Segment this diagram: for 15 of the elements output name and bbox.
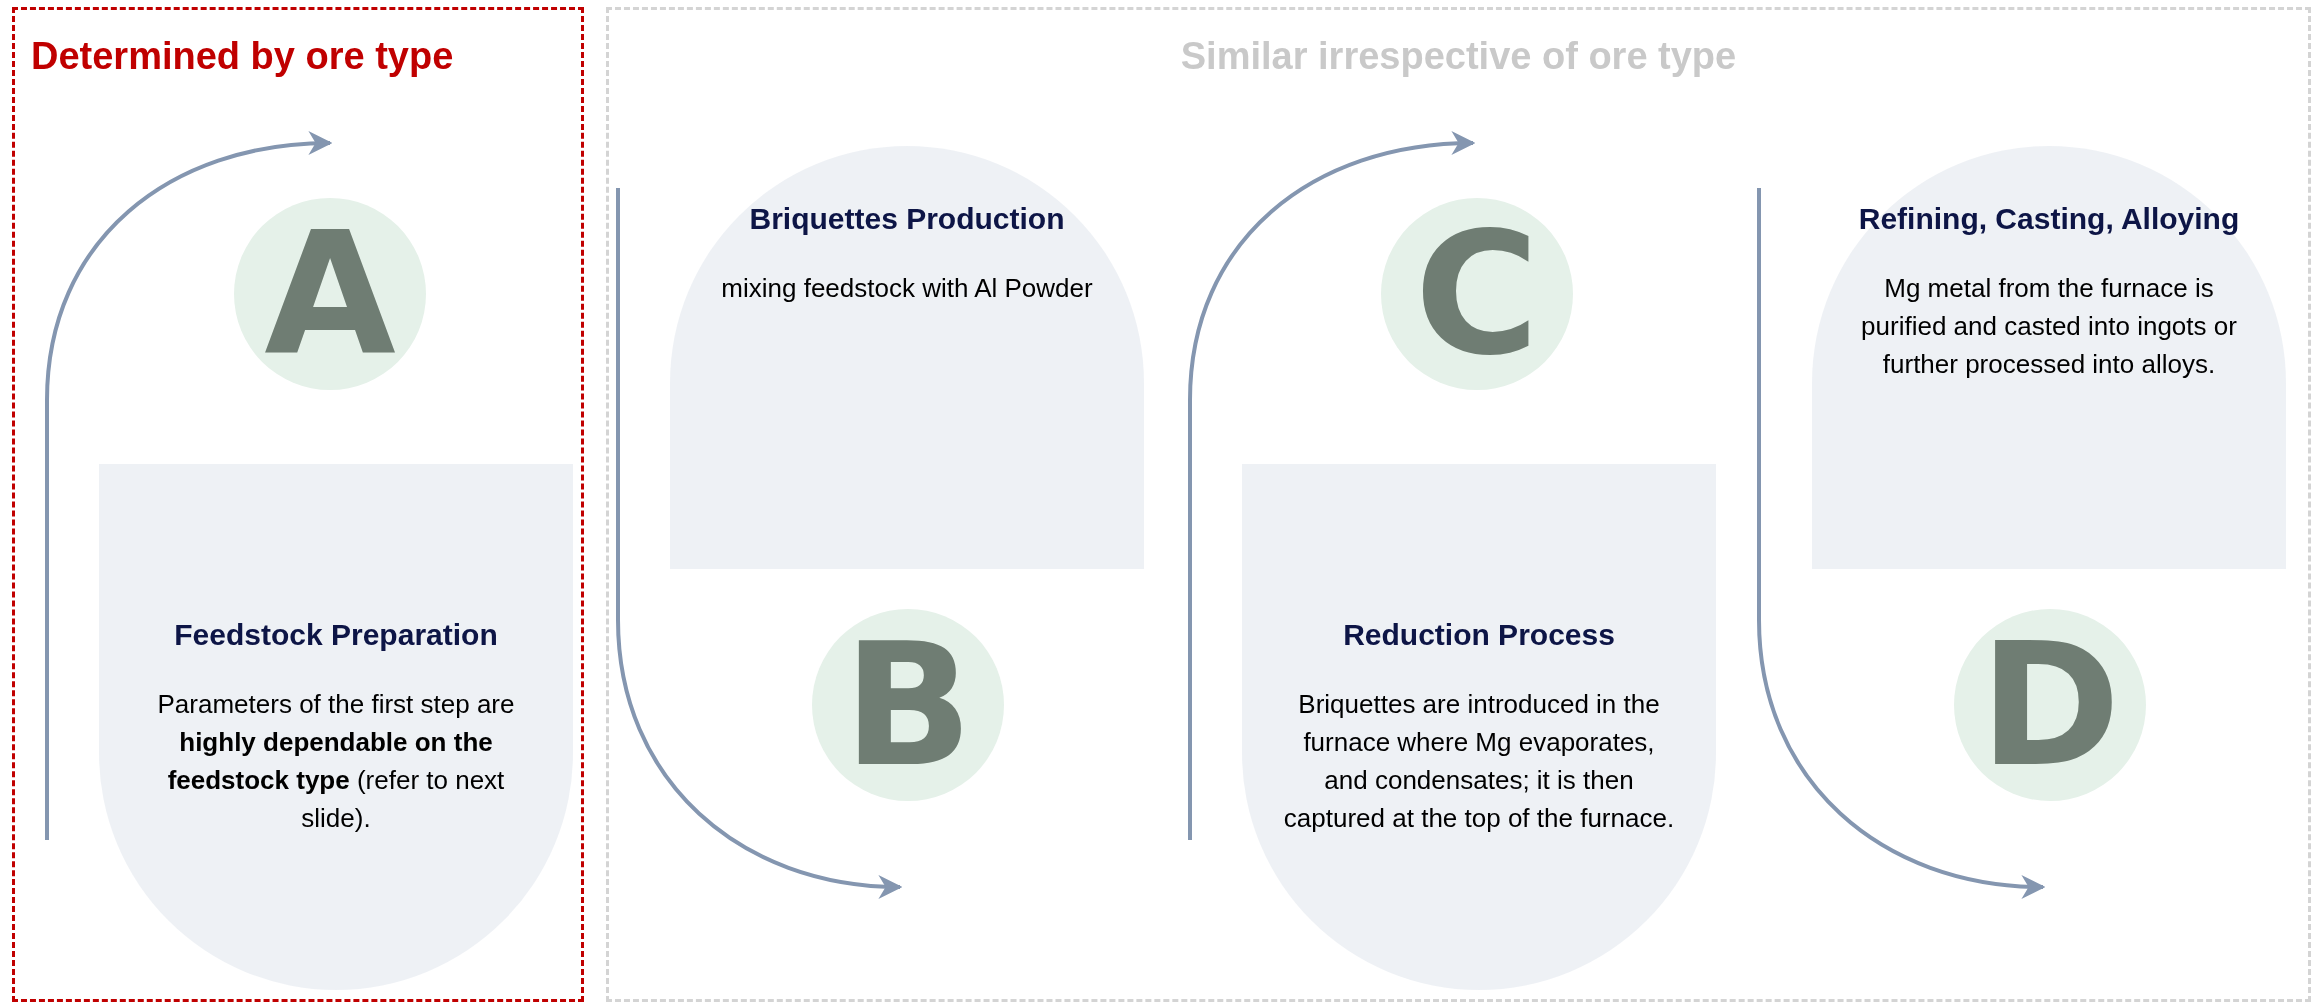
group-title: Determined by ore type (31, 34, 454, 79)
group-frame (12, 7, 584, 1002)
step-letter: D (1979, 620, 2121, 790)
group-frame (606, 7, 2311, 1002)
step-description: Parameters of the first step are highly dependable on the feedstock type (refer to next slide). (156, 688, 516, 835)
step-description: Briquettes are introduced in the furnace where Mg evaporates, and condensates; it is then captured at the top of the furnace. (1282, 688, 1676, 835)
step-heading: Feedstock Preparation (174, 617, 498, 653)
step-description: mixing feedstock with Al Powder (721, 272, 1093, 305)
step-description: Mg metal from the furnace is purified and casted into ingots or further processed into alloys. (1860, 272, 2238, 381)
step-heading: Refining, Casting, Alloying (1858, 201, 2240, 237)
step-heading: Reduction Process (1343, 617, 1615, 653)
step-heading: Briquettes Production (749, 201, 1065, 237)
step-letter: C (1414, 209, 1540, 379)
step-letter: B (843, 620, 973, 790)
step-letter: A (264, 209, 396, 379)
